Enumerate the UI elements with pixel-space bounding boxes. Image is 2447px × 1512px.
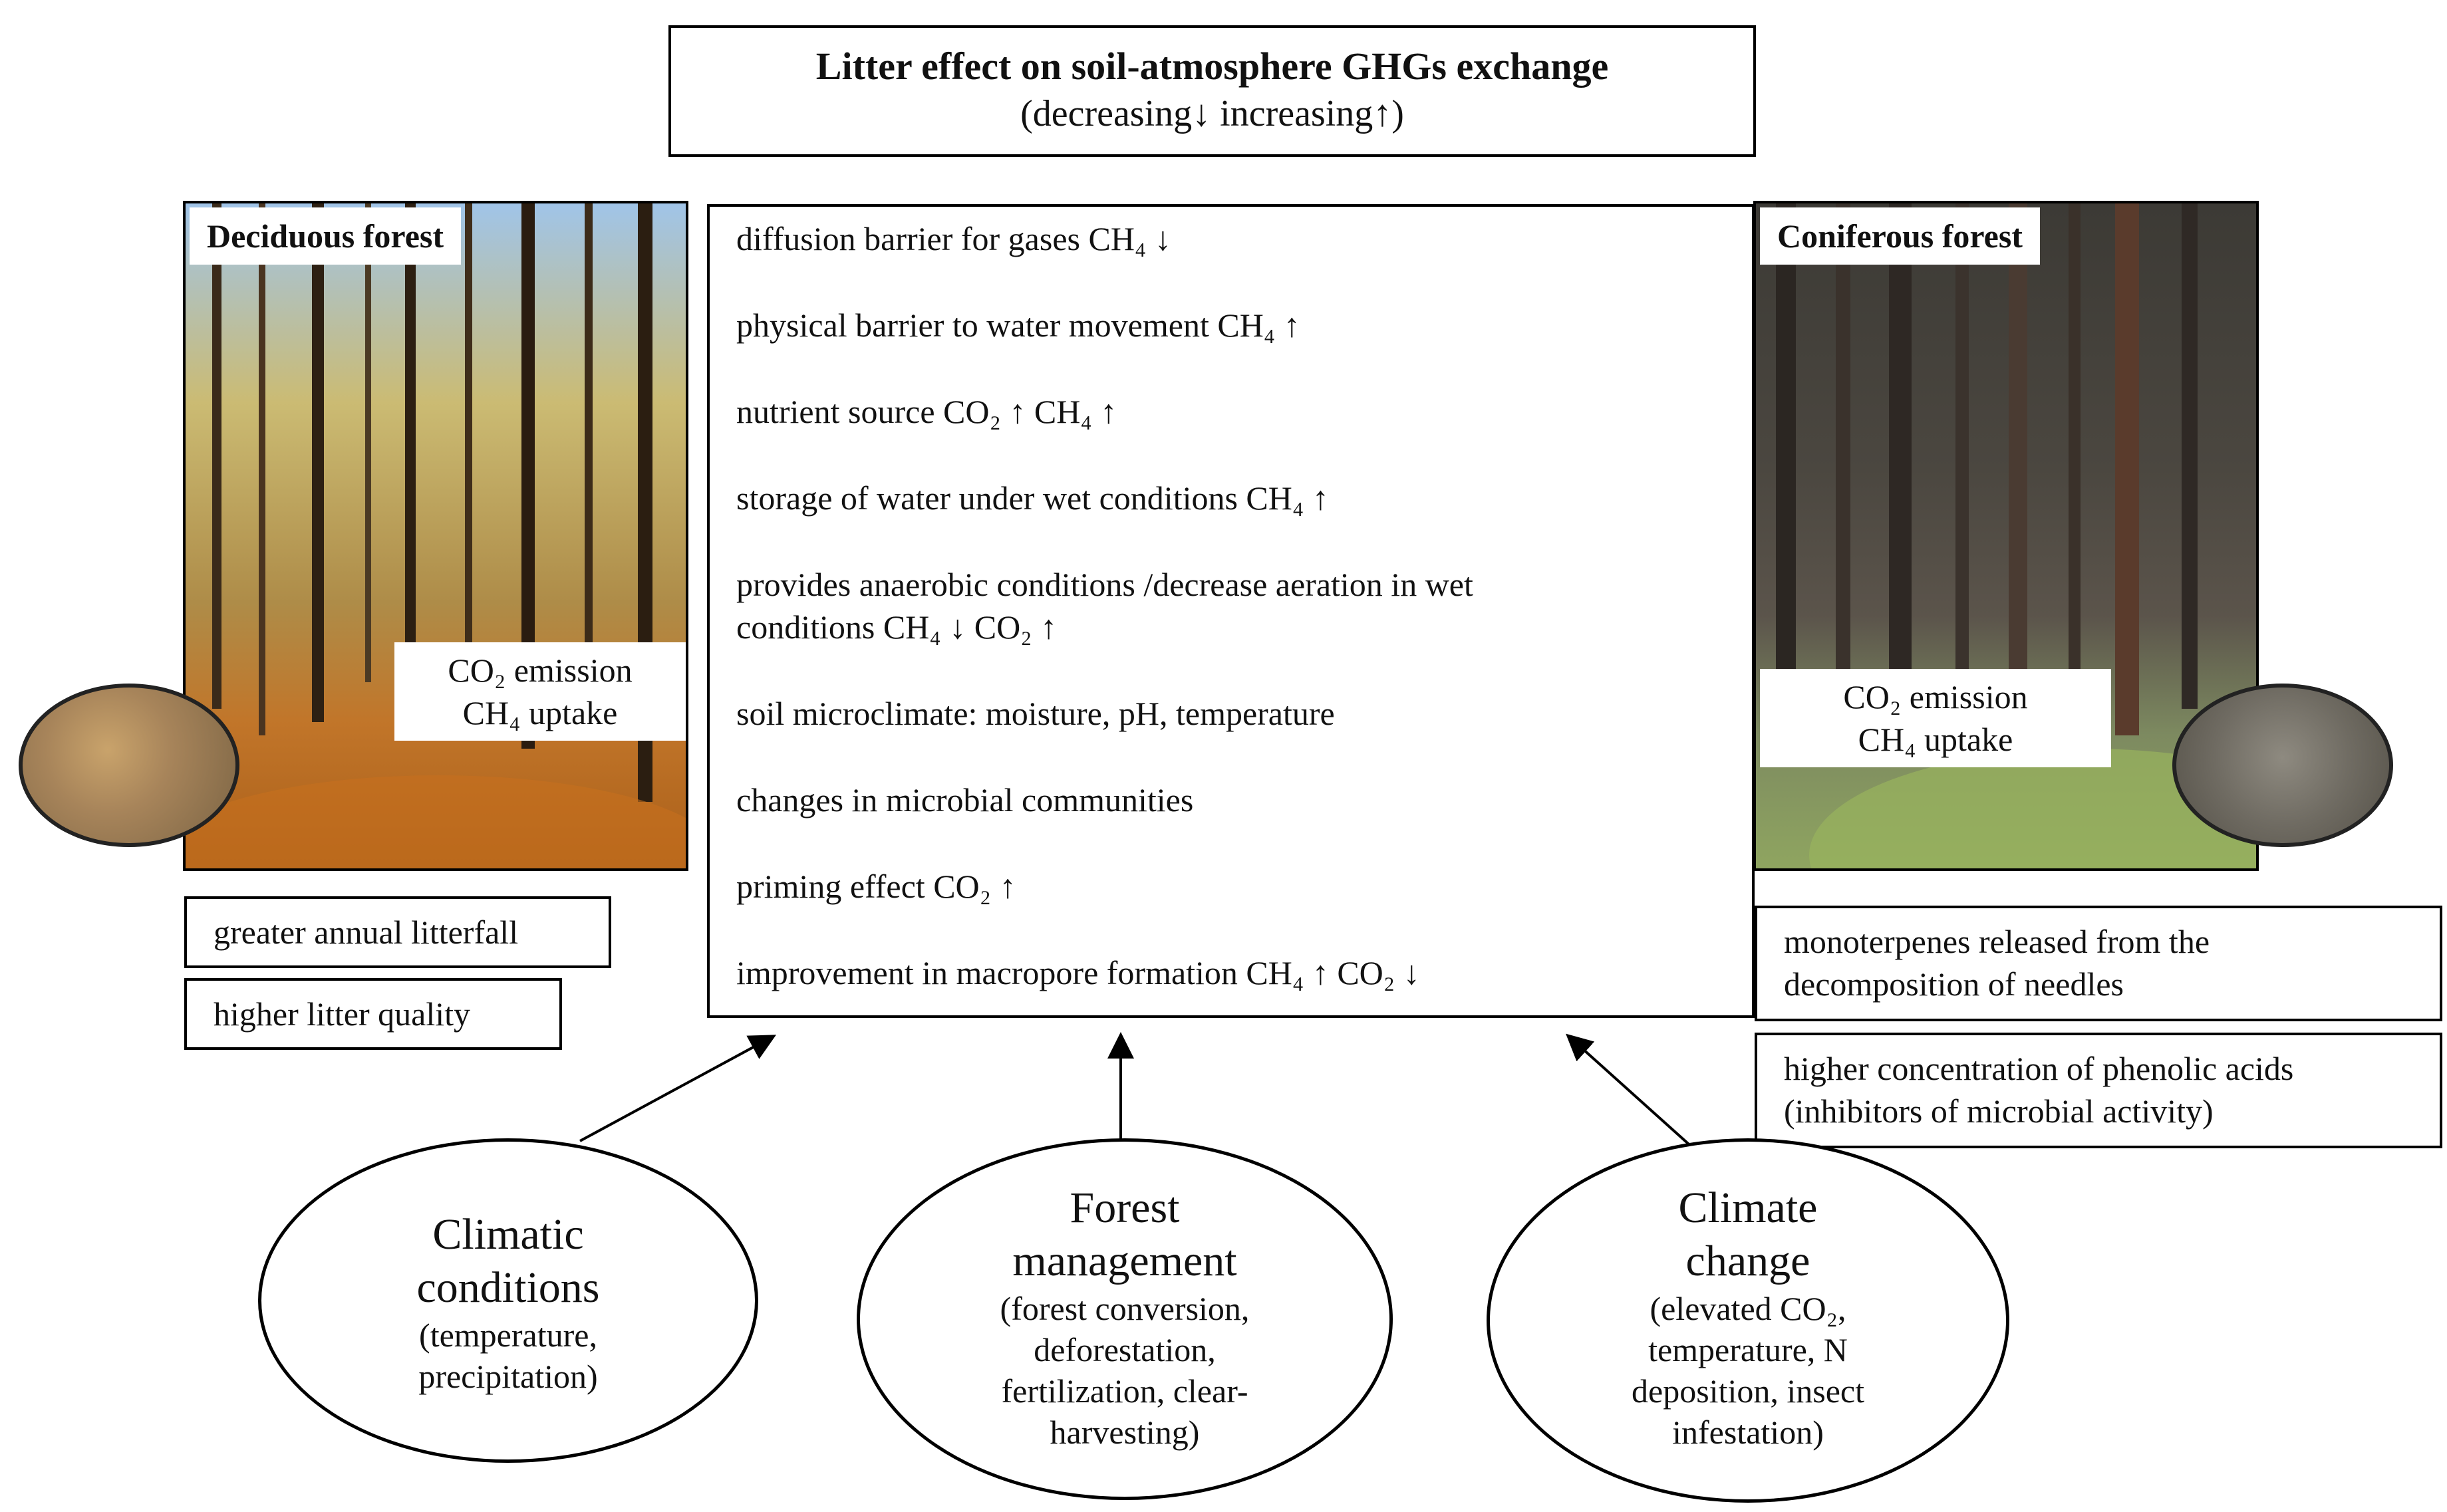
factor-detail-line: (temperature, (419, 1317, 597, 1354)
coniferous-trait-monoterpenes-line2: decomposition of needles (1784, 965, 2124, 1003)
factor-detail-line: temperature, N (1648, 1331, 1848, 1368)
factor-detail-line: harvesting) (1050, 1414, 1200, 1451)
deciduous-emission-box: CO₂ emission CH₄ uptake (394, 642, 686, 741)
factor-detail-line: deforestation, (1034, 1331, 1216, 1368)
coniferous-trait-phenolic-line2: (inhibitors of microbial activity) (1784, 1092, 2214, 1130)
deciduous-forest-label: Deciduous forest (190, 207, 462, 265)
coniferous-trees-illustration (1776, 203, 2256, 868)
effect-diffusion-barrier: diffusion barrier for gases CH₄ ↓ (736, 220, 1171, 257)
deciduous-trait-litterfall: greater annual litterfall (184, 896, 611, 968)
deciduous-ch4-uptake: CH₄ uptake (462, 694, 618, 731)
coniferous-forest-label: Coniferous forest (1760, 207, 2040, 265)
factor-detail-line: (elevated CO₂, (1650, 1290, 1846, 1327)
factor-climate-change: Climate change (elevated CO₂, temperatur… (1487, 1138, 2009, 1503)
diagram-subtitle: (decreasing↓ increasing↑) (1020, 93, 1404, 134)
effect-water-storage: storage of water under wet conditions CH… (736, 479, 1329, 517)
factor-forest-management: Forest management (forest conversion, de… (857, 1138, 1393, 1500)
coniferous-litter-closeup (2172, 684, 2393, 847)
effect-microbial-communities: changes in microbial communities (736, 781, 1194, 819)
factor-title-line: management (1012, 1237, 1237, 1285)
diagram-title: Litter effect on soil-atmosphere GHGs ex… (815, 45, 1609, 88)
deciduous-forest-photo: Deciduous forest CO₂ emission CH₄ uptake (183, 201, 688, 871)
effect-water-barrier: physical barrier to water movement CH₄ ↑ (736, 307, 1300, 344)
factor-detail-line: precipitation) (418, 1358, 598, 1395)
deciduous-trait-litter-quality: higher litter quality (184, 978, 562, 1050)
coniferous-trait-phenolic-line1: higher concentration of phenolic acids (1784, 1050, 2294, 1087)
deciduous-co2-emission: CO₂ emission (448, 652, 633, 689)
factor-detail-line: (forest conversion, (1000, 1290, 1250, 1327)
title-box: Litter effect on soil-atmosphere GHGs ex… (668, 25, 1756, 157)
coniferous-trait-phenolic-acids: higher concentration of phenolic acids (… (1755, 1033, 2442, 1148)
deciduous-litter-closeup (19, 684, 239, 847)
effect-anaerobic-line1: provides anaerobic conditions /decrease … (736, 566, 1473, 603)
coniferous-trait-monoterpenes: monoterpenes released from the decomposi… (1755, 906, 2442, 1021)
arrow-climatic-conditions (579, 1035, 777, 1142)
effect-nutrient-source: nutrient source CO₂ ↑ CH₄ ↑ (736, 393, 1117, 430)
arrow-climate-change (1566, 1033, 1701, 1156)
deciduous-trees-illustration (186, 203, 686, 868)
factor-climatic-conditions: Climatic conditions (temperature, precip… (258, 1138, 758, 1463)
coniferous-co2-emission: CO₂ emission (1843, 678, 2028, 715)
factor-detail-line: deposition, insect (1632, 1372, 1864, 1410)
coniferous-trait-monoterpenes-line1: monoterpenes released from the (1784, 923, 2210, 960)
effect-macropore-formation: improvement in macropore formation CH₄ ↑… (736, 954, 1420, 991)
factor-detail-line: infestation) (1672, 1414, 1824, 1451)
effect-soil-microclimate: soil microclimate: moisture, pH, tempera… (736, 695, 1335, 732)
litter-effects-box: diffusion barrier for gases CH₄ ↓ physic… (707, 204, 1755, 1018)
factor-title-line: Climate (1678, 1184, 1818, 1232)
effect-priming: priming effect CO₂ ↑ (736, 868, 1016, 905)
factor-title-line: change (1685, 1237, 1810, 1285)
factor-title-line: Climatic (432, 1210, 584, 1259)
factor-title-line: conditions (416, 1263, 600, 1312)
coniferous-ch4-uptake: CH₄ uptake (1858, 721, 2013, 758)
effect-anaerobic-line2: conditions CH₄ ↓ CO₂ ↑ (736, 608, 1058, 646)
factor-title-line: Forest (1070, 1184, 1180, 1232)
coniferous-emission-box: CO₂ emission CH₄ uptake (1760, 669, 2111, 767)
factor-detail-line: fertilization, clear- (1001, 1372, 1248, 1410)
